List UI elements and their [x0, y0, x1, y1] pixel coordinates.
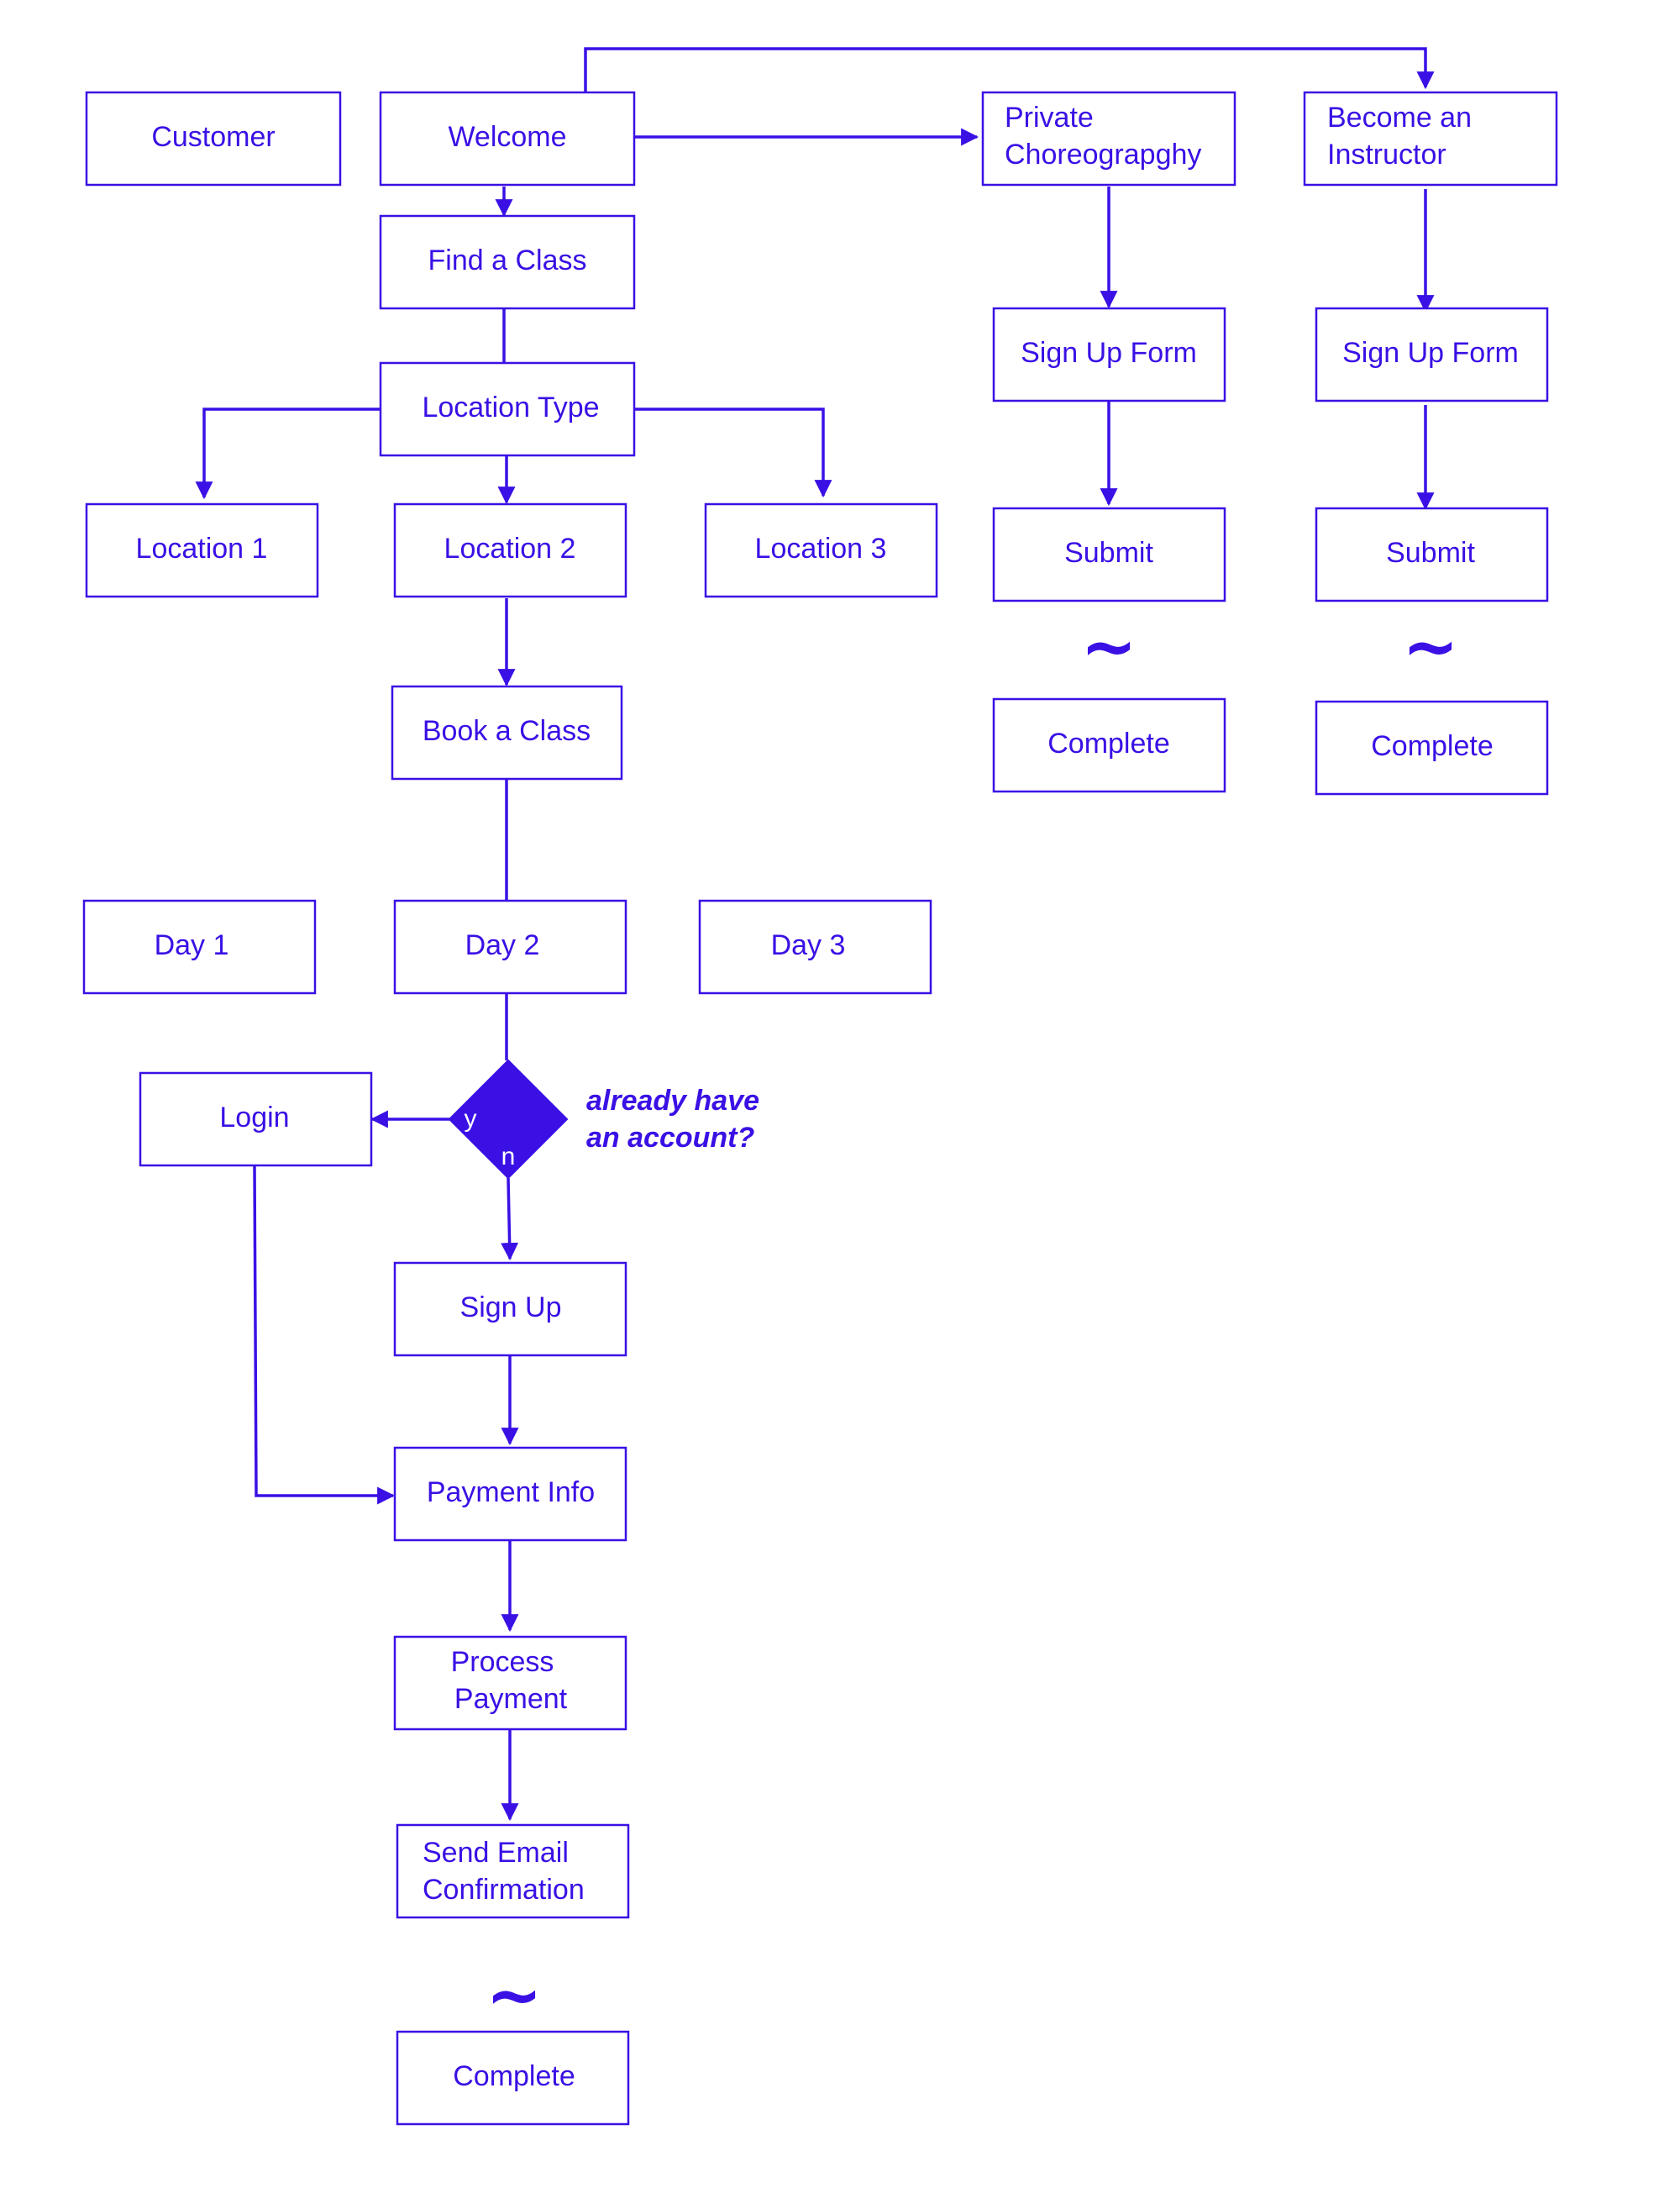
- edge-location-type-to-location-1: [195, 408, 381, 500]
- decision-question-line-2: an account?: [586, 1122, 754, 1154]
- node-book-a-class: Book a Class: [391, 685, 623, 781]
- node-label: Location 2: [444, 533, 576, 565]
- node-location-3: Location 3: [704, 502, 938, 598]
- node-label: Location 3: [755, 533, 887, 565]
- node-location-type: Location Type: [379, 361, 636, 457]
- node-label-line-2: Instructor: [1327, 139, 1446, 171]
- edge-welcome-to-become-instructor: [584, 47, 1435, 92]
- node-day-3: Day 3: [698, 899, 932, 995]
- node-label: Login: [219, 1102, 289, 1133]
- node-label: Sign Up Form: [1021, 337, 1197, 369]
- node-welcome: Welcome: [379, 91, 636, 187]
- node-label: Complete: [1047, 728, 1170, 760]
- edge-login-to-payment-info: [253, 1165, 396, 1505]
- node-bi-submit: Submit: [1315, 507, 1549, 602]
- node-location-2: Location 2: [393, 502, 627, 598]
- edges: [195, 47, 1435, 1822]
- decision-yes-label: y: [465, 1105, 477, 1133]
- continuation-tilde-main: ~: [486, 1956, 542, 2034]
- node-label: Book a Class: [423, 715, 591, 747]
- node-complete-main: Complete: [396, 2030, 630, 2126]
- node-label: Day 1: [155, 929, 229, 961]
- node-location-1: Location 1: [85, 502, 319, 598]
- node-label-line-1: Send Email: [423, 1837, 569, 1869]
- node-bi-complete: Complete: [1315, 700, 1549, 796]
- node-bi-sign-up-form: Sign Up Form: [1315, 307, 1549, 402]
- node-label: Welcome: [448, 121, 566, 153]
- node-pc-sign-up-form: Sign Up Form: [992, 307, 1226, 402]
- node-login: Login: [139, 1071, 373, 1167]
- node-label-line-1: Become an: [1327, 102, 1472, 134]
- node-find-a-class: Find a Class: [379, 214, 636, 310]
- edge-decision-to-sign-up: [501, 1177, 519, 1261]
- node-day-2: Day 2: [393, 899, 627, 995]
- node-sign-up: Sign Up: [393, 1261, 627, 1357]
- node-label: Find a Class: [428, 245, 587, 276]
- node-pc-submit: Submit: [992, 507, 1226, 602]
- node-label-line-2: Payment: [454, 1683, 568, 1715]
- node-label: Sign Up: [460, 1291, 562, 1323]
- node-label: Submit: [1064, 537, 1153, 569]
- node-label: Sign Up Form: [1342, 337, 1519, 369]
- node-label: Customer: [151, 121, 275, 153]
- decision-question-line-1: already have: [586, 1085, 759, 1117]
- continuation-tilde-bi: ~: [1402, 607, 1458, 686]
- node-label: Day 3: [771, 929, 846, 961]
- node-process-payment: Process Payment: [393, 1635, 627, 1731]
- node-label: Location Type: [422, 392, 599, 423]
- node-pc-complete: Complete: [992, 697, 1226, 793]
- node-label-line-1: Process: [451, 1646, 554, 1678]
- edge-location-type-to-location-3: [634, 408, 832, 498]
- node-payment-info: Payment Info: [393, 1446, 627, 1542]
- node-label: Complete: [1371, 730, 1494, 762]
- node-day-1: Day 1: [82, 899, 317, 995]
- node-label-line-2: Confirmation: [423, 1874, 585, 1906]
- node-label: Complete: [453, 2060, 575, 2092]
- node-label: Day 2: [465, 929, 540, 961]
- continuation-tilde-pc: ~: [1080, 607, 1137, 686]
- node-private-choreography: Private Choreograpghy: [981, 91, 1236, 187]
- node-label: Submit: [1386, 537, 1475, 569]
- node-label: Location 1: [136, 533, 268, 565]
- node-customer: Customer: [85, 91, 342, 187]
- decision-no-label: n: [501, 1143, 516, 1170]
- node-label-line-2: Choreograpghy: [1005, 139, 1201, 171]
- node-label: Payment Info: [427, 1476, 595, 1508]
- node-send-email-confirmation: Send Email Confirmation: [396, 1823, 630, 1919]
- node-become-instructor: Become an Instructor: [1303, 91, 1558, 187]
- node-label-line-1: Private: [1005, 102, 1094, 134]
- decision-diamond: y n: [448, 1059, 569, 1180]
